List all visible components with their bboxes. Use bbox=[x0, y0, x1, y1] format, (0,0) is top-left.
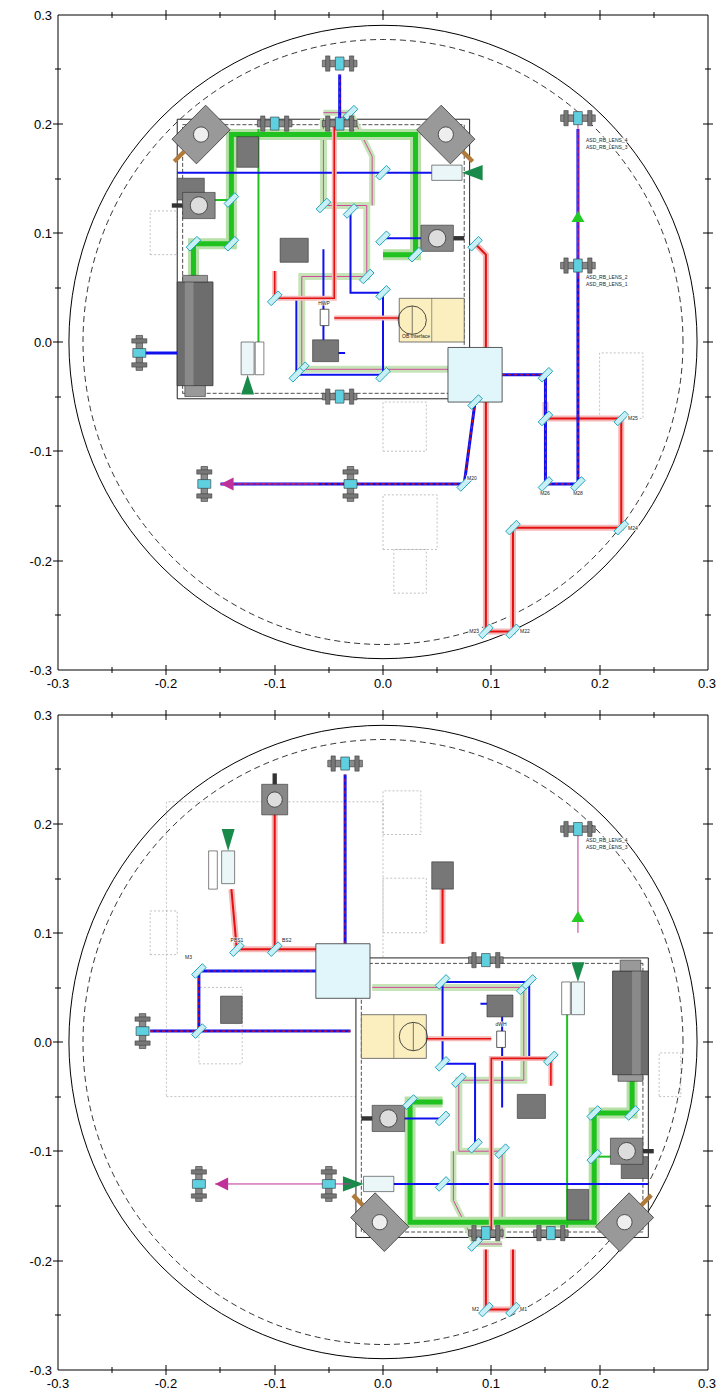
axis-tick-label: 0.1 bbox=[34, 927, 52, 940]
axis-tick-label: -0.3 bbox=[30, 1364, 52, 1377]
axis-tick-label: -0.1 bbox=[30, 445, 52, 458]
component-label: ASD_RB_LENS_3 bbox=[585, 845, 628, 850]
axis-tick-label: 0.1 bbox=[482, 1377, 500, 1390]
box-label: OB Interface bbox=[402, 334, 430, 339]
axis-tick-label: 0.3 bbox=[698, 677, 716, 690]
component-label: M3 bbox=[184, 955, 193, 960]
component-label: ASD_RB_LENS_4 bbox=[585, 138, 628, 143]
axis-tick-label: 0.0 bbox=[34, 336, 52, 349]
axis-tick-label: 0.3 bbox=[34, 709, 52, 722]
axis-tick-label: 0.0 bbox=[374, 677, 392, 690]
component-label: ASD_RB_LENS_1 bbox=[585, 282, 628, 287]
component-label: M25 bbox=[627, 416, 639, 421]
axis-tick-label: 0.1 bbox=[34, 227, 52, 240]
axis-tick-label: -0.1 bbox=[264, 1377, 286, 1390]
axis-tick-label: 0.2 bbox=[34, 818, 52, 831]
axis-tick-label: -0.3 bbox=[47, 677, 69, 690]
axis-tick-label: 0.3 bbox=[34, 9, 52, 22]
component-label: dWH bbox=[494, 1022, 507, 1027]
axis-tick-label: -0.3 bbox=[47, 1377, 69, 1390]
axis-tick-label: 0.0 bbox=[374, 1377, 392, 1390]
axis-tick-label: -0.1 bbox=[30, 1145, 52, 1158]
axis-tick-label: -0.2 bbox=[155, 1377, 177, 1390]
axis-tick-label: -0.2 bbox=[30, 1255, 52, 1268]
axis-tick-label: -0.2 bbox=[155, 677, 177, 690]
axis-tick-label: 0.2 bbox=[34, 118, 52, 131]
axis-tick-label: -0.1 bbox=[264, 677, 286, 690]
component-label: M23 bbox=[468, 629, 480, 634]
axis-tick-label: 0.2 bbox=[591, 677, 609, 690]
component-label: ASD_RB_LENS_3 bbox=[585, 145, 628, 150]
component-label: M22 bbox=[519, 629, 531, 634]
component-label: M20 bbox=[466, 476, 478, 481]
component-label: HWP bbox=[317, 301, 331, 306]
axis-tick-label: 0.3 bbox=[698, 1377, 716, 1390]
axis-tick-label: -0.3 bbox=[30, 664, 52, 677]
component-label: ASD_RB_LENS_2 bbox=[585, 275, 628, 280]
component-label: M2 bbox=[471, 1307, 480, 1312]
component-label: M28 bbox=[572, 491, 584, 496]
component-label: M26 bbox=[539, 491, 551, 496]
component-label: ASD_RB_LENS_4 bbox=[585, 838, 628, 843]
component-label: PBS1 bbox=[230, 938, 245, 943]
axis-tick-label: 0.1 bbox=[482, 677, 500, 690]
component-label: M24 bbox=[627, 526, 639, 531]
axis-tick-label: 0.2 bbox=[591, 1377, 609, 1390]
component-label: BS2 bbox=[281, 938, 292, 943]
axis-tick-label: 0.0 bbox=[34, 1036, 52, 1049]
axis-tick-label: -0.2 bbox=[30, 555, 52, 568]
interface-box: OB Interface bbox=[399, 299, 464, 342]
component-label: M1 bbox=[519, 1307, 528, 1312]
